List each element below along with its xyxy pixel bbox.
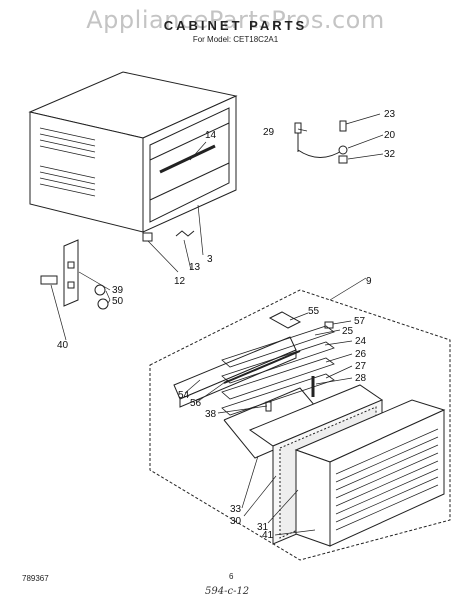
callout-30: 30 [230,516,242,527]
bracket-part [63,239,79,307]
model-line: For Model: CET18C2A1 [192,35,279,44]
watermark: AppliancePartsPros.com [86,6,385,34]
plug-part [40,275,58,285]
callout-41: 41 [262,530,274,541]
clip-38 [265,401,272,412]
callout-13: 13 [189,262,201,273]
rail-part [159,144,216,174]
callout-32: 32 [384,149,396,160]
handle-parts [268,311,334,329]
callout-40: 40 [57,340,69,351]
callout-20: 20 [384,130,396,141]
diagram-title: CABINET PARTS [163,18,308,33]
screw-parts [294,120,348,164]
clip-part [175,230,195,237]
callout-25: 25 [342,326,354,337]
cabinet-shell [28,71,238,233]
callout-33: 33 [230,504,242,515]
callout-27: 27 [355,361,367,372]
callout-14: 14 [205,130,217,141]
callout-24: 24 [355,336,367,347]
handwritten-note: 594-c-12 [205,586,250,597]
subassembly-outline [149,289,451,561]
callout-28: 28 [355,373,367,384]
callout-29: 29 [263,127,275,138]
callout-26: 26 [355,349,367,360]
page-number: 6 [229,572,234,581]
callout-50: 50 [112,296,124,307]
knob-parts [94,284,109,310]
callout-9: 9 [366,276,372,287]
louver-blades [221,325,335,416]
callout-55: 55 [308,306,320,317]
callout-56: 56 [190,398,202,409]
leader-lines [50,113,384,536]
rod-part [223,350,301,384]
callout-57: 57 [354,316,366,327]
document-code: 789367 [22,574,49,583]
callout-39: 39 [112,285,124,296]
callout-38: 38 [205,409,217,420]
callout-54: 54 [178,390,190,401]
callout-12: 12 [174,276,186,287]
callout-3: 3 [207,254,213,265]
front-grille [294,399,446,547]
foot-part [142,232,153,242]
callout-31: 31 [257,522,269,533]
callout-23: 23 [384,109,396,120]
